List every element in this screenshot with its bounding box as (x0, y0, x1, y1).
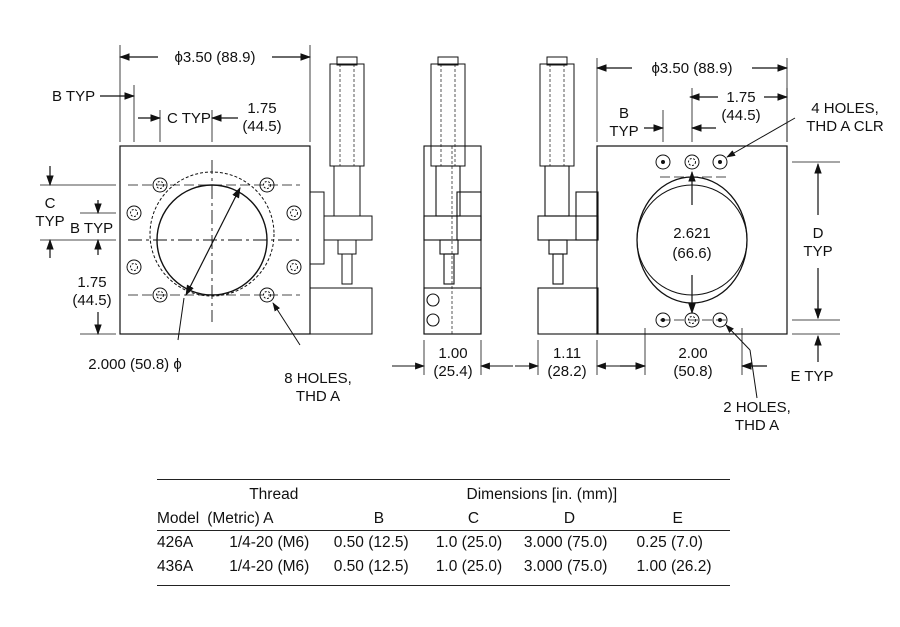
cell-e: 1.00 (26.2) (636, 558, 712, 575)
front-width-dim: ϕ3.50 (88.9) (175, 49, 256, 66)
front-c-typ-label: TYP (35, 213, 64, 230)
table-rule-bottom (157, 585, 730, 586)
rear-200-in: 2.00 (678, 345, 707, 362)
rear-b-label: B (619, 105, 629, 122)
table-row: 436A 1/4-20 (M6) 0.50 (12.5) 1.0 (25.0) … (157, 555, 730, 579)
header-d: D (563, 510, 576, 527)
front-holes (126, 177, 302, 303)
front-b-typ: B TYP (52, 88, 95, 105)
header-model: Model (157, 510, 200, 527)
rear-e-typ: E TYP (790, 368, 833, 385)
front-holes-line1: 8 HOLES, (284, 370, 352, 387)
side-view-left (392, 56, 513, 375)
rear-holes2-line1: 2 HOLES, (723, 399, 791, 416)
front-view (40, 45, 373, 346)
technical-drawing: ϕ3.50 (88.9) B TYP C TYP 1.75 (44.5) C T… (35, 45, 884, 434)
rear-175-in: 1.75 (726, 89, 755, 106)
dimensions-table: Thread Dimensions [in. (mm)] Model (Metr… (157, 483, 730, 579)
table-header-row: Model (Metric) A B C D E (157, 507, 730, 531)
rear-d-typ: TYP (803, 243, 832, 260)
rear-175-mm: (44.5) (721, 107, 760, 124)
side-width1-mm: (25.4) (433, 363, 472, 380)
cell-d: 3.000 (75.0) (523, 558, 608, 575)
header-b: B (373, 510, 385, 527)
cell-b: 0.50 (12.5) (333, 558, 409, 575)
cell-b: 0.50 (12.5) (333, 534, 409, 551)
front-175-left-mm: (44.5) (72, 292, 111, 309)
table-row: 426A 1/4-20 (M6) 0.50 (12.5) 1.0 (25.0) … (157, 531, 730, 555)
table-group-header: Thread Dimensions [in. (mm)] (157, 483, 730, 507)
side-width2-in: 1.11 (553, 345, 581, 362)
table-rule-top (157, 479, 730, 480)
cell-model: 436A (157, 558, 194, 575)
cell-thread: 1/4-20 (M6) (229, 558, 310, 575)
cell-thread: 1/4-20 (M6) (229, 534, 310, 551)
rear-holes4-line2: THD A CLR (806, 118, 884, 135)
rear-center-mm: (66.6) (672, 245, 711, 262)
rear-center-in: 2.621 (673, 225, 711, 242)
rear-d-label: D (813, 225, 824, 242)
side-view-right (515, 56, 620, 375)
rear-200-mm: (50.8) (673, 363, 712, 380)
dimensions-group-label: Dimensions [in. (mm)] (466, 486, 618, 503)
rear-width-dim: ϕ3.50 (88.9) (652, 60, 733, 77)
front-175-mm: (44.5) (242, 118, 281, 135)
table-rule-mid (157, 530, 730, 531)
rear-b-typ: TYP (609, 123, 638, 140)
rear-holes (655, 154, 728, 328)
front-b-typ-left: B TYP (70, 220, 113, 237)
cell-e: 0.25 (7.0) (636, 534, 703, 551)
side-width2-mm: (28.2) (547, 363, 586, 380)
cell-d: 3.000 (75.0) (523, 534, 608, 551)
front-175-left-in: 1.75 (77, 274, 106, 291)
front-holes-line2: THD A (296, 388, 340, 405)
micrometer-thimble (329, 63, 365, 167)
front-aperture-dim: 2.000 (50.8) ϕ (88, 356, 181, 373)
rear-view (595, 58, 840, 399)
front-c-label: C (45, 195, 56, 212)
thread-group-label: Thread (249, 486, 299, 503)
cell-model: 426A (157, 534, 194, 551)
cell-c: 1.0 (25.0) (435, 534, 503, 551)
header-thread-a: (Metric) A (207, 510, 274, 527)
rear-holes2-line2: THD A (735, 417, 779, 434)
rear-holes4-line1: 4 HOLES, (811, 100, 879, 117)
cell-c: 1.0 (25.0) (435, 558, 503, 575)
front-c-typ: C TYP (167, 110, 211, 127)
side-width1-in: 1.00 (438, 345, 467, 362)
front-175-in: 1.75 (247, 100, 276, 117)
header-c: C (467, 510, 480, 527)
header-e: E (672, 510, 683, 527)
